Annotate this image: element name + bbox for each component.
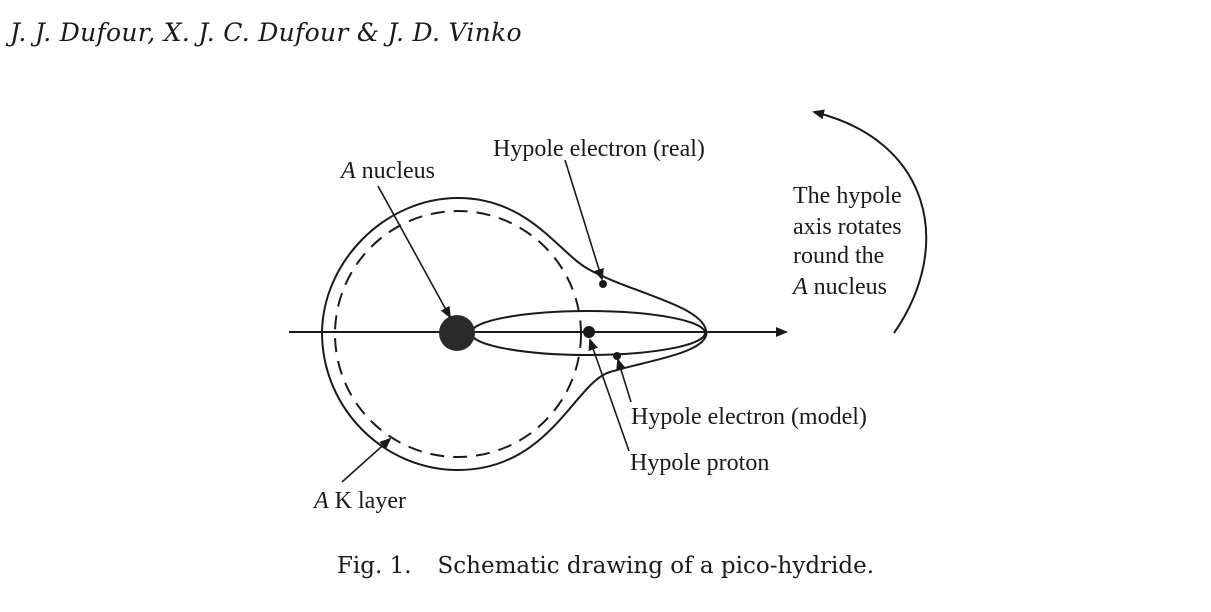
label-k-layer: A K layer [312,488,406,514]
hypole-electron-real-dot [599,280,607,288]
pointer-a-nucleus [377,185,451,319]
k-layer-dashed-circle [334,210,582,458]
label-hypole-proton: Hypole proton [630,450,769,476]
rotation-arc-arrow [812,109,928,334]
label-rotation-line2: axis rotates [793,214,902,240]
label-hypole-electron-model: Hypole electron (model) [631,404,867,430]
label-hypole-electron-real: Hypole electron (real) [493,136,705,162]
figure-caption: Fig. 1. Schematic drawing of a pico-hydri… [0,553,1211,579]
hypole-proton-dot [583,326,595,338]
hypole-electron-model-dot [613,352,621,360]
running-head: J. J. Dufour, X. J. C. Dufour & J. D. Vi… [10,18,522,47]
label-rotation-line3: round the [793,243,884,269]
label-rotation-line4: A nucleus [791,274,887,300]
label-a-nucleus: A nucleus [339,158,435,184]
caption-text: Schematic drawing of a pico-hydride. [437,553,875,579]
caption-figure-number: Fig. 1. [336,553,412,579]
pointer-k-layer [341,437,392,483]
pointer-hypole-electron-real [564,159,604,281]
label-rotation-line1: The hypole [793,183,902,209]
pointer-hypole-proton [588,338,630,452]
a-nucleus-dot [439,315,475,351]
outer-electron-cloud-outline [320,196,708,472]
pointer-hypole-electron-model [616,358,632,403]
